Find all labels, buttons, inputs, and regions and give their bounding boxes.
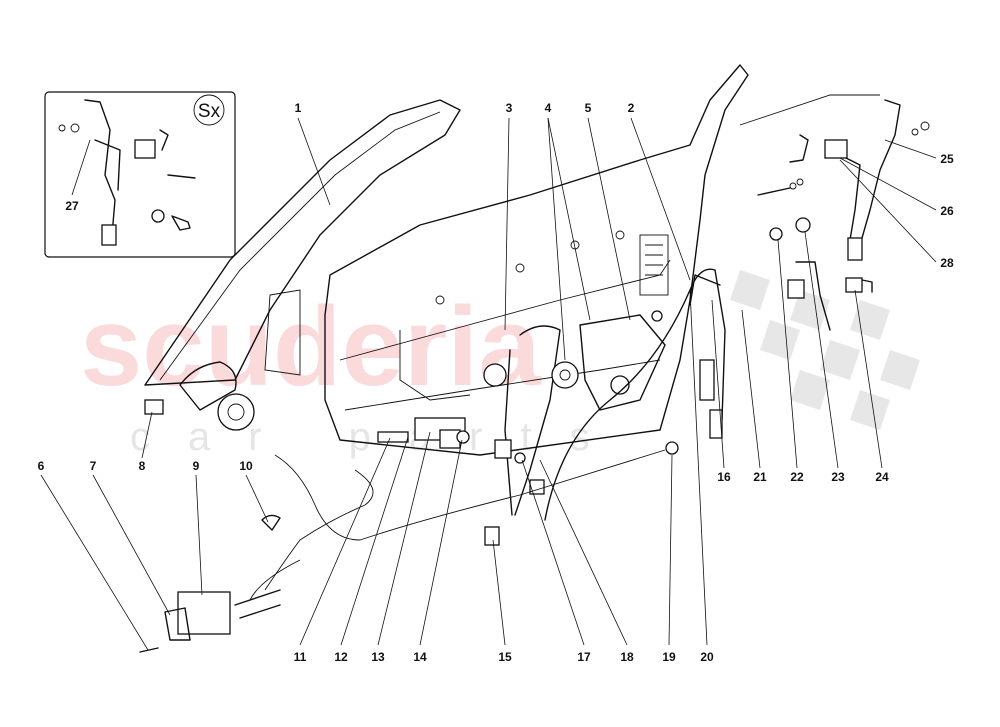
callout-5: 5 xyxy=(585,101,592,115)
callout-24: 24 xyxy=(875,470,889,484)
window-regulator xyxy=(483,268,726,521)
callout-16: 16 xyxy=(717,470,731,484)
callout-23: 23 xyxy=(831,470,845,484)
callout-3: 3 xyxy=(506,101,513,115)
callout-19: 19 xyxy=(662,650,676,664)
side-badge: Sx xyxy=(198,101,221,122)
callout-1: 1 xyxy=(295,101,302,115)
callout-20: 20 xyxy=(700,650,714,664)
callout-27: 27 xyxy=(65,199,79,213)
callout-7: 7 xyxy=(90,459,97,473)
callout-25: 25 xyxy=(940,152,954,166)
callout-18: 18 xyxy=(620,650,634,664)
right-side-regulator-group xyxy=(739,94,930,331)
side-badge-circle xyxy=(193,94,225,126)
inset-left-side: Sx xyxy=(44,91,236,258)
callout-labels: 1 2 3 4 5 6 7 8 9 10 11 12 13 14 15 16 1… xyxy=(38,101,954,664)
watermark-brand: scuderia xyxy=(80,284,541,409)
callout-10: 10 xyxy=(239,459,253,473)
callout-12: 12 xyxy=(334,650,348,664)
leader-lines xyxy=(40,117,937,651)
callout-14: 14 xyxy=(413,650,427,664)
callout-8: 8 xyxy=(139,459,146,473)
callout-9: 9 xyxy=(193,459,200,473)
watermark-sub: car parts xyxy=(130,415,628,459)
wiring-harness xyxy=(139,361,666,653)
checker-flag-watermark xyxy=(730,270,920,430)
callout-4: 4 xyxy=(545,101,552,115)
callout-2: 2 xyxy=(628,101,635,115)
callout-15: 15 xyxy=(498,650,512,664)
callout-28: 28 xyxy=(940,256,954,270)
callout-21: 21 xyxy=(753,470,767,484)
callout-26: 26 xyxy=(940,204,954,218)
window-glass-frame xyxy=(144,99,461,386)
callout-22: 22 xyxy=(790,470,804,484)
callout-6: 6 xyxy=(38,459,45,473)
watermark: scuderia car parts xyxy=(80,270,920,459)
door-inner-panel xyxy=(324,64,749,456)
callout-17: 17 xyxy=(577,650,591,664)
callout-11: 11 xyxy=(294,650,307,664)
callout-13: 13 xyxy=(371,650,385,664)
